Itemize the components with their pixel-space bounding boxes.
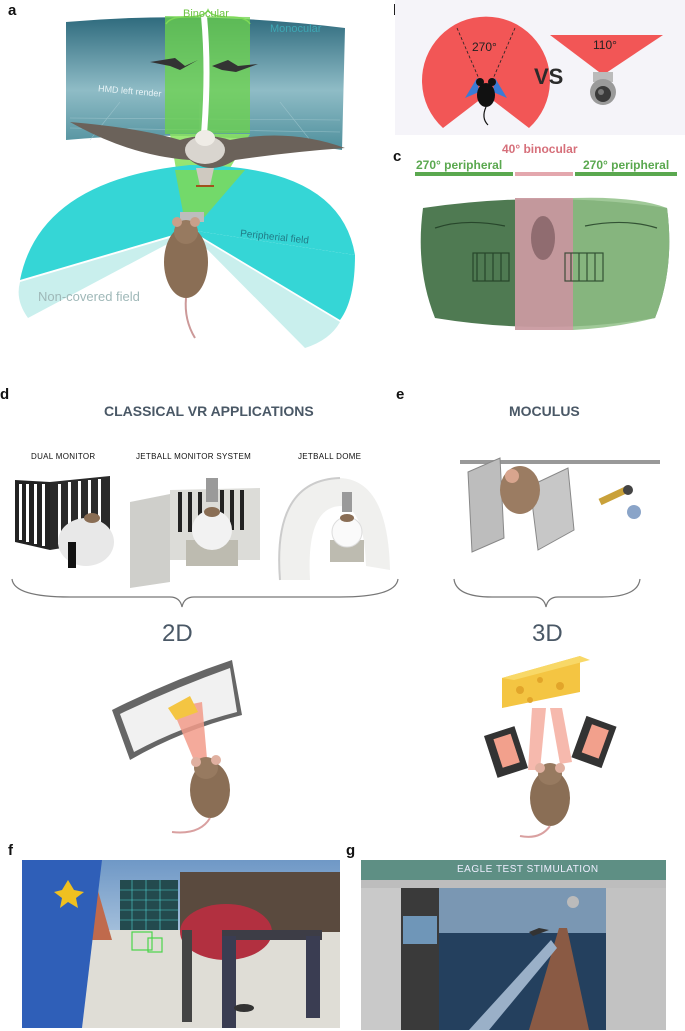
classical-vr-setups [15,476,390,588]
setup-label-jetball-dome: JETBALL DOME [298,452,362,461]
unity-window-title: EAGLE TEST STIMULATION [457,864,599,875]
eagle-render-birds [150,58,258,72]
panel-a-illustration [18,8,355,348]
gaze-cone-3d-left [528,708,546,770]
jetball-monitor-setup [130,478,260,588]
peripheral-left-label: 270° peripheral [416,158,503,172]
binocular-40-label: 40° binocular [502,142,578,156]
panel-label-e: e [396,386,405,403]
gaze-cone-3d-right [550,708,572,764]
classical-vr-heading: CLASSICAL VR APPLICATIONS [104,403,314,419]
non-covered-field-right [190,232,340,348]
setup-label-dual-monitor: DUAL MONITOR [31,452,96,461]
moculus-heading: MOCULUS [509,403,580,419]
binocular-brace [165,8,251,25]
panel-b-fov-comparison [395,0,685,135]
non-covered-field-label: Non-covered field [38,289,140,304]
dimension-2d-label: 2D [162,620,193,647]
panel-c-camera-view [415,172,677,330]
setup-label-jetball-monitor: JETBALL MONITOR SYSTEM [136,452,252,461]
bracket-2d [11,578,399,608]
mouse-2d-screen-illustration [112,660,242,834]
unity-inspector-pane [606,888,666,1030]
eagle-figure [70,122,345,187]
jetball-dome-setup [278,477,390,581]
dimension-3d-label: 3D [532,620,563,647]
panel-label-f: f [8,842,13,859]
vs-label: VS [534,64,564,89]
panel-f-virtual-environment [22,860,340,1028]
peripheral-field-right [190,230,355,320]
cheese-2d [168,696,198,720]
camera-fov-angle: 110° [593,38,617,52]
bracket-3d [453,578,641,608]
unity-toolbar [361,880,666,888]
unity-hierarchy-pane [361,888,401,1030]
monocular-label: Monocular [270,23,322,35]
unity-scene-view [439,888,606,1030]
unity-project-pane [401,888,439,1030]
peripheral-right-label: 270° peripheral [583,158,670,172]
gaze-cone-2d [172,702,208,770]
dual-monitor-setup [15,476,114,568]
panel-label-g: g [346,842,356,859]
unity-window: EAGLE TEST STIMULATION [361,860,666,1030]
unity-title-bar [361,860,666,880]
panel-label-a: a [8,2,17,19]
mouse-3d-moculus-illustration [483,656,617,838]
moculus-device-illustration [460,457,660,553]
panel-label-d: d [0,386,10,403]
non-covered-field [18,232,190,318]
mouse-figure [164,212,208,339]
mouse-fov-angle: 270° [472,40,497,54]
unity-preview-thumbnail [403,916,437,944]
binocular-label: Binocular [183,8,229,20]
mouse-270-fov [422,16,550,128]
camera-110-fov [550,35,663,75]
panel-label-c: c [393,148,402,165]
